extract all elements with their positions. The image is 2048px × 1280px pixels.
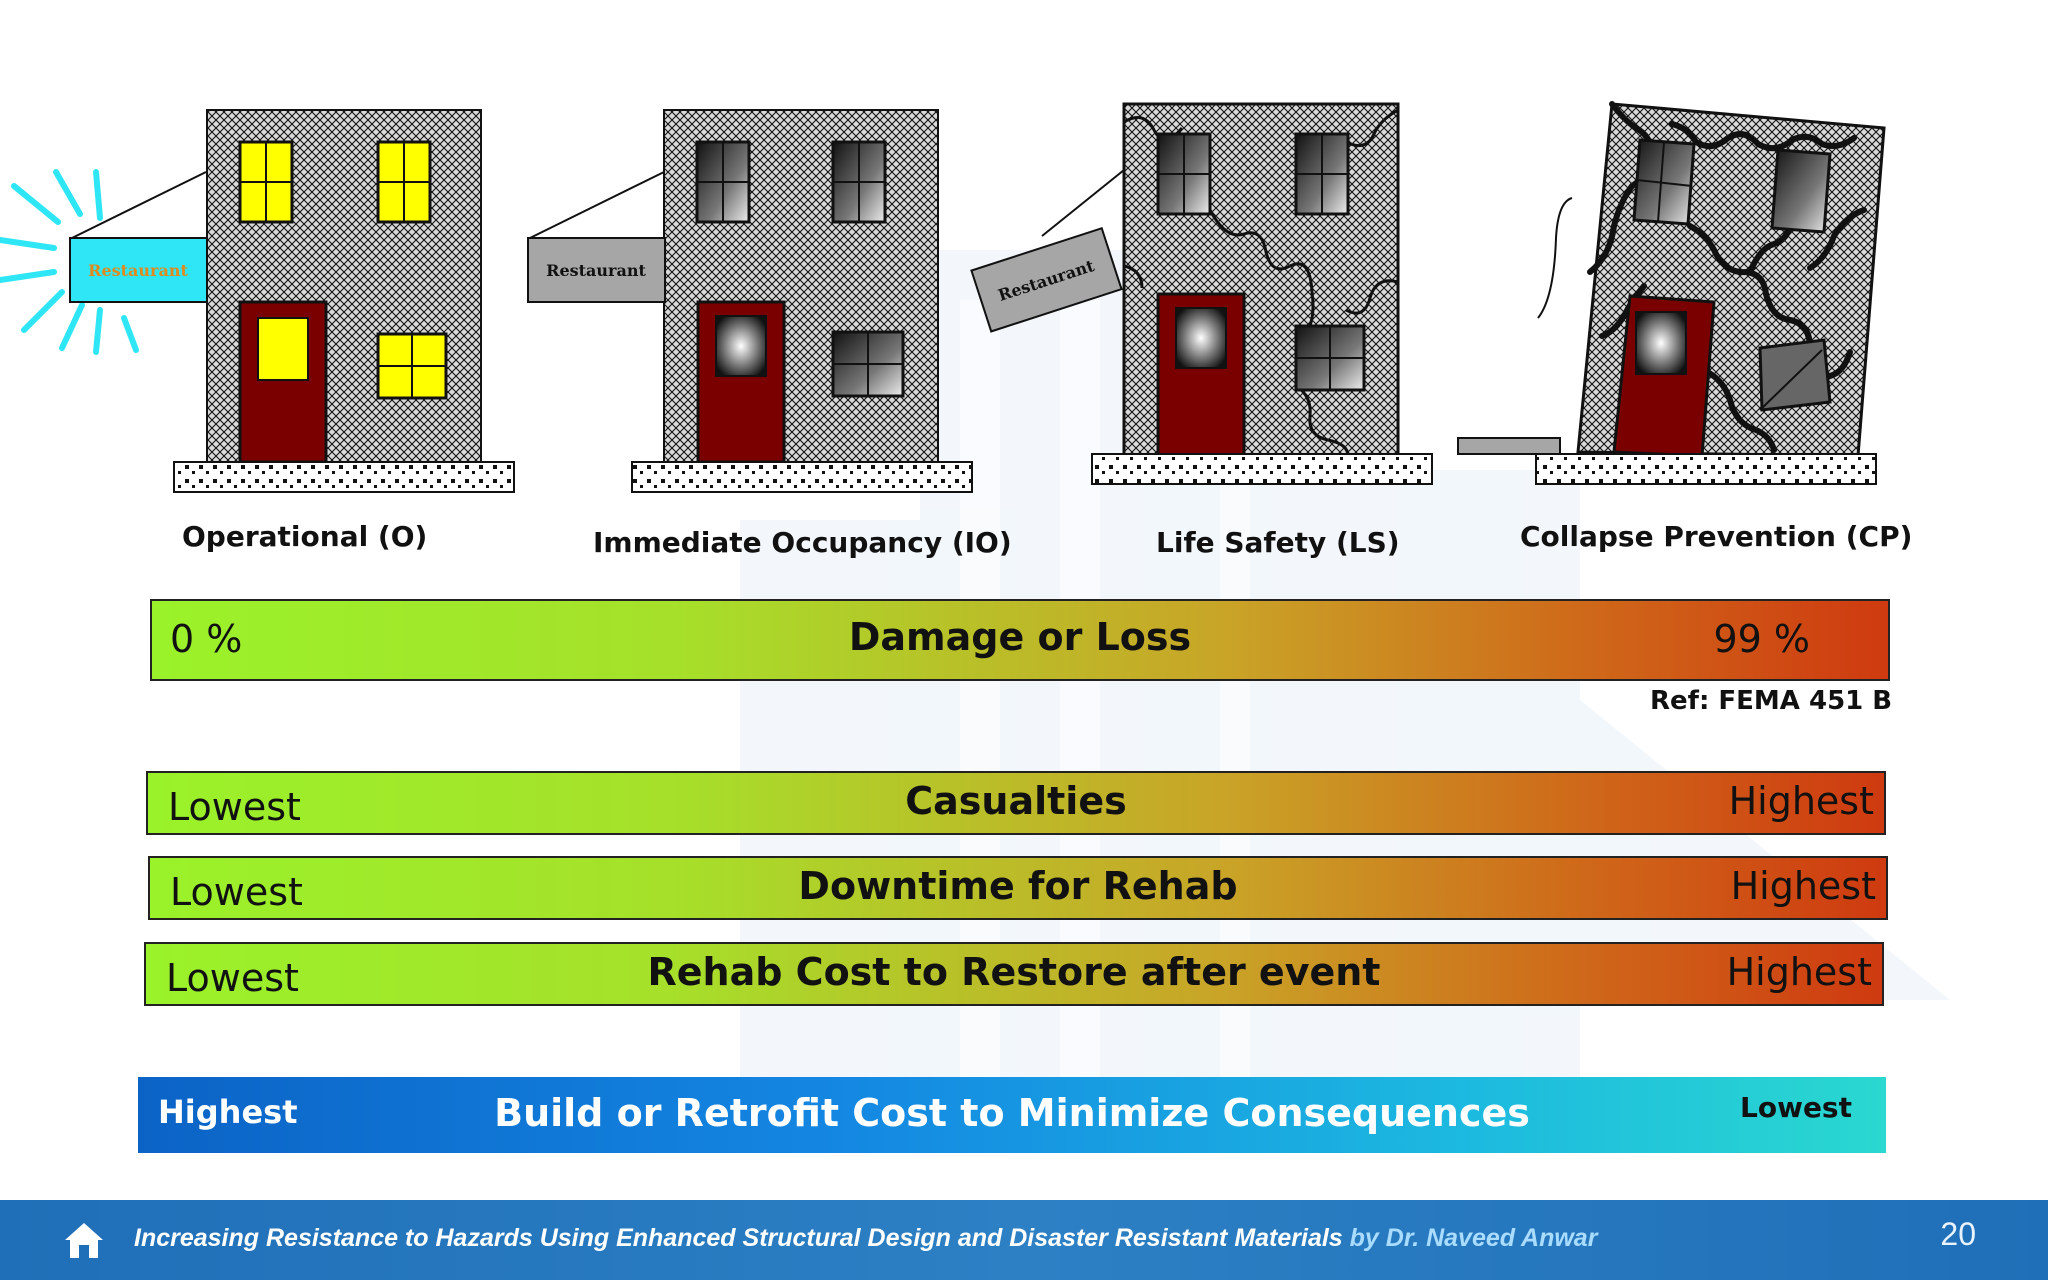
casualties-title: Casualties (905, 779, 1127, 823)
building-illustrations: Restaurant Restaurant (0, 101, 1886, 493)
downtime-low-label: Lowest (170, 870, 303, 914)
damage-min-label: 0 % (170, 617, 243, 661)
casualties-high-label: Highest (1728, 779, 1874, 823)
footer-title-text: Increasing Resistance to Hazards Using E… (134, 1224, 1343, 1252)
rehab-cost-high-label: Highest (1726, 950, 1872, 994)
reference-note: Ref: FEMA 451 B (1650, 686, 1893, 716)
casualties-bar: Lowest Casualties Highest (146, 771, 1886, 835)
slide-footer: Increasing Resistance to Hazards Using E… (0, 1200, 2048, 1280)
damage-title: Damage or Loss (848, 615, 1192, 659)
building-life-safety: Restaurant (970, 102, 1433, 485)
retrofit-cost-title: Build or Retrofit Cost to Minimize Conse… (494, 1091, 1530, 1135)
retrofit-cost-low-label: Lowest (1740, 1091, 1852, 1124)
sign-glow-icon (0, 169, 139, 355)
level-label-immediate-occupancy: Immediate Occupancy (IO) (593, 526, 1012, 559)
page-number: 20 (1940, 1216, 1976, 1252)
building-collapse-prevention (1457, 101, 1886, 485)
rehab-cost-bar: Lowest Rehab Cost to Restore after event… (144, 942, 1884, 1006)
casualties-low-label: Lowest (168, 785, 301, 829)
downtime-bar: Lowest Downtime for Rehab Highest (148, 856, 1888, 920)
level-label-collapse-prevention: Collapse Prevention (CP) (1520, 520, 1913, 553)
sign-text-operational: Restaurant (88, 261, 188, 280)
rehab-cost-low-label: Lowest (166, 956, 299, 1000)
building-immediate-occupancy: Restaurant (527, 109, 973, 493)
damage-max-label: 99 % (1713, 617, 1810, 661)
retrofit-cost-bar: Highest Build or Retrofit Cost to Minimi… (138, 1077, 1886, 1153)
footer-author: by Dr. Naveed Anwar (1342, 1224, 1598, 1252)
rehab-cost-title: Rehab Cost to Restore after event (647, 950, 1381, 994)
damage-loss-bar: 0 % Damage or Loss 99 % (150, 599, 1890, 681)
sign-text-immediate-occupancy: Restaurant (546, 261, 646, 280)
level-label-life-safety: Life Safety (LS) (1156, 526, 1400, 559)
level-label-operational: Operational (O) (182, 520, 428, 553)
downtime-high-label: Highest (1730, 864, 1876, 908)
building-operational: Restaurant (0, 109, 515, 493)
retrofit-cost-high-label: Highest (158, 1093, 298, 1131)
home-icon[interactable] (62, 1218, 106, 1262)
footer-title: Increasing Resistance to Hazards Using E… (134, 1224, 1597, 1253)
downtime-title: Downtime for Rehab (798, 864, 1238, 908)
